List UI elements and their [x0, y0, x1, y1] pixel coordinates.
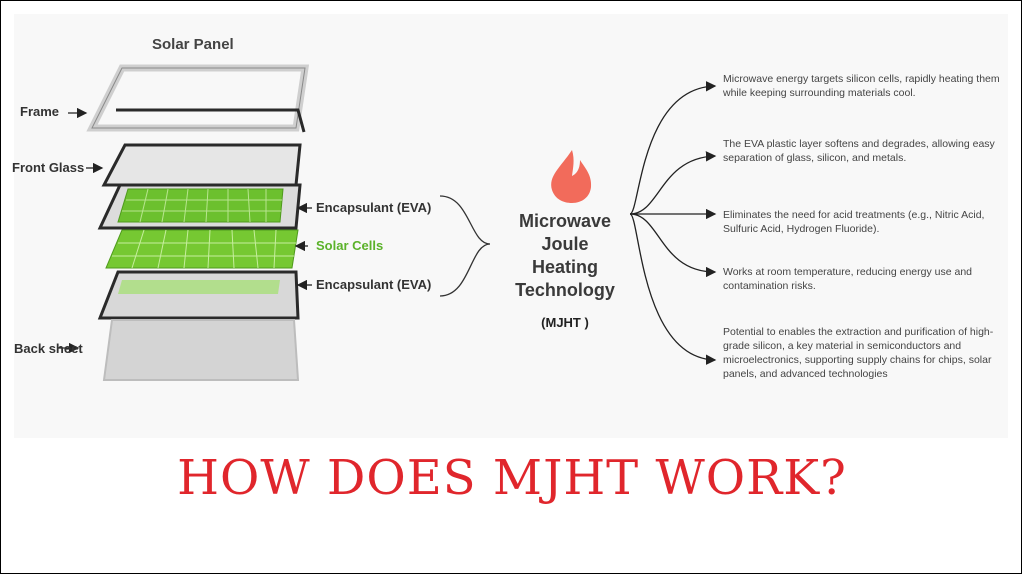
- label-solar-cells: Solar Cells: [316, 238, 384, 253]
- center-line-4: Technology: [515, 280, 615, 300]
- center-title: Microwave Joule Heating Technology: [500, 210, 630, 302]
- center-abbreviation: (MJHT ): [541, 315, 589, 330]
- label-front-glass: Front Glass: [12, 160, 85, 175]
- center-line-2: Joule: [541, 234, 589, 254]
- label-back-sheet: Back sheet: [14, 341, 83, 356]
- diagram-title: Solar Panel: [152, 36, 234, 53]
- solar-cells-layer: [105, 229, 299, 269]
- center-line-3: Heating: [531, 257, 598, 277]
- back-sheet-layer: [102, 319, 300, 381]
- point-3: Eliminates the need for acid treatments …: [723, 209, 985, 235]
- point-5: Potential to enables the extraction and …: [723, 326, 994, 380]
- center-line-1: Microwave: [518, 211, 612, 231]
- frame-layer: [86, 64, 310, 133]
- headline: HOW DOES MJHT WORK?: [177, 450, 847, 506]
- flame-icon: [551, 150, 592, 203]
- encapsulant-bottom-layer: [97, 270, 300, 320]
- label-encapsulant-top: Encapsulant (EVA): [316, 200, 432, 215]
- bracket: [439, 195, 491, 297]
- point-1: Microwave energy targets silicon cells, …: [723, 73, 1000, 99]
- label-encapsulant-bottom: Encapsulant (EVA): [316, 277, 432, 292]
- cells-upper: [117, 188, 284, 223]
- label-frame: Frame: [20, 104, 60, 119]
- front-glass-layer: [101, 143, 302, 187]
- point-4: Works at room temperature, reducing ener…: [723, 266, 973, 292]
- point-2: The EVA plastic layer softens and degrad…: [723, 138, 995, 164]
